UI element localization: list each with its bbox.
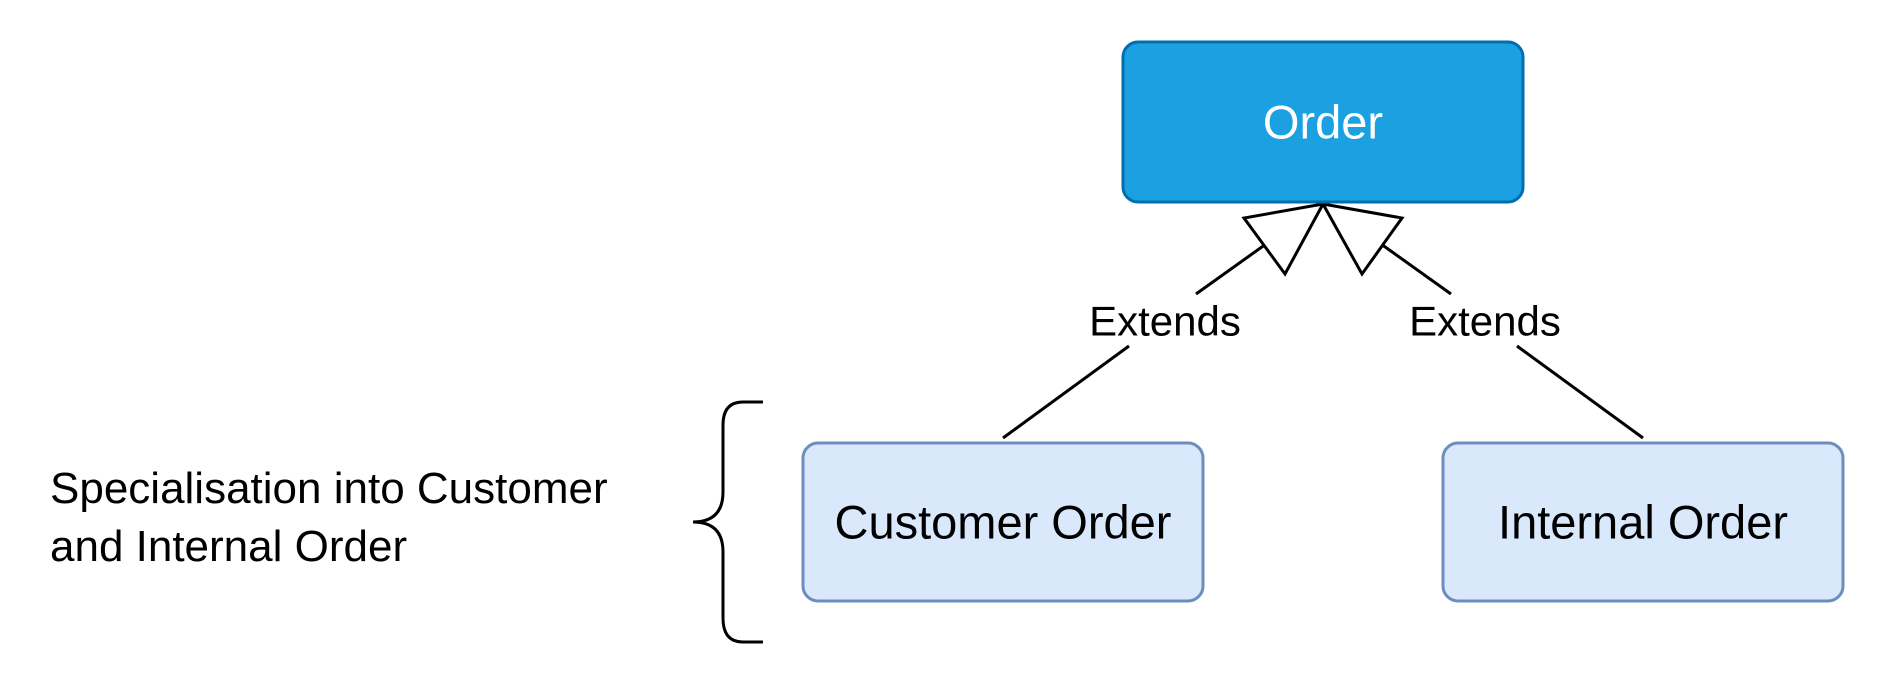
node-internal-order-label: Internal Order bbox=[1498, 496, 1788, 549]
node-order-box bbox=[1121, 40, 1525, 204]
edge-internal-to-order: Extends bbox=[1320, 201, 1644, 440]
edge-line-right-upper bbox=[1380, 242, 1452, 296]
annotation-line-2: and Internal Order bbox=[50, 522, 407, 571]
edge-line-left-upper bbox=[1195, 242, 1267, 296]
node-order-label: Order bbox=[1263, 96, 1383, 149]
node-internal-order-box bbox=[1441, 441, 1845, 603]
node-order[interactable]: Order bbox=[1121, 40, 1525, 204]
edge-line-right-lower bbox=[1516, 344, 1644, 440]
node-customer-order[interactable]: Customer Order bbox=[801, 441, 1205, 603]
annotation-text: Specialisation into Customer and Interna… bbox=[50, 464, 620, 571]
node-customer-order-label: Customer Order bbox=[835, 496, 1172, 549]
edge-label-left: Extends bbox=[1089, 298, 1241, 345]
annotation-line-1: Specialisation into Customer bbox=[50, 464, 608, 513]
edge-line-left-lower bbox=[1002, 344, 1130, 440]
edge-label-right: Extends bbox=[1409, 298, 1561, 345]
hollow-triangle-arrowhead-right bbox=[1320, 201, 1405, 277]
edge-customer-to-order: Extends bbox=[1002, 201, 1326, 440]
curly-brace bbox=[692, 400, 763, 644]
node-internal-order[interactable]: Internal Order bbox=[1441, 441, 1845, 603]
node-customer-order-box bbox=[801, 441, 1205, 603]
hollow-triangle-arrowhead-left bbox=[1241, 201, 1326, 277]
